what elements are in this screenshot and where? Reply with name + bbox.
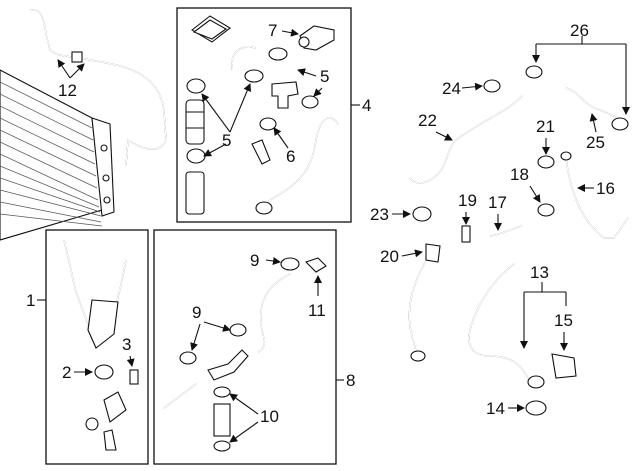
- callout-13: 13: [530, 263, 549, 282]
- group-box-4: [176, 7, 352, 223]
- callout-5b: 5: [222, 131, 231, 150]
- callout-1: 1: [26, 291, 35, 310]
- callout-2: 2: [62, 363, 71, 382]
- callout-23: 23: [370, 205, 389, 224]
- callout-25: 25: [586, 133, 605, 152]
- coolant-pipe-part-12: [29, 9, 167, 167]
- callout-14: 14: [486, 399, 505, 418]
- callout-8: 8: [346, 371, 355, 390]
- leader-12b: [69, 63, 85, 79]
- callout-19: 19: [458, 191, 477, 210]
- leader-12a: [57, 59, 71, 79]
- group-box-8: [153, 229, 337, 465]
- box4-parts: [185, 15, 339, 215]
- callout-12: 12: [58, 81, 77, 100]
- callout-21: 21: [536, 117, 555, 136]
- callout-9b: 9: [192, 303, 201, 322]
- callout-16: 16: [596, 179, 615, 198]
- callout-5a: 5: [320, 67, 329, 86]
- group-box-1: [45, 229, 149, 465]
- callout-24: 24: [442, 79, 461, 98]
- callout-11: 11: [308, 301, 326, 320]
- callout-10: 10: [260, 407, 279, 426]
- callout-20: 20: [380, 247, 399, 266]
- callout-18: 18: [510, 165, 529, 184]
- callout-9a: 9: [250, 251, 259, 270]
- callout-17: 17: [488, 193, 507, 212]
- box1-parts: [63, 239, 139, 451]
- callout-22: 22: [418, 111, 437, 130]
- callout-15: 15: [554, 311, 573, 330]
- callout-26: 26: [570, 21, 589, 40]
- callout-7: 7: [268, 21, 277, 40]
- callout-6: 6: [286, 147, 295, 166]
- callout-3: 3: [122, 335, 131, 354]
- right-parts: [408, 65, 629, 416]
- box8-parts: [163, 257, 327, 452]
- radiator: [0, 69, 115, 241]
- callout-4: 4: [362, 96, 371, 115]
